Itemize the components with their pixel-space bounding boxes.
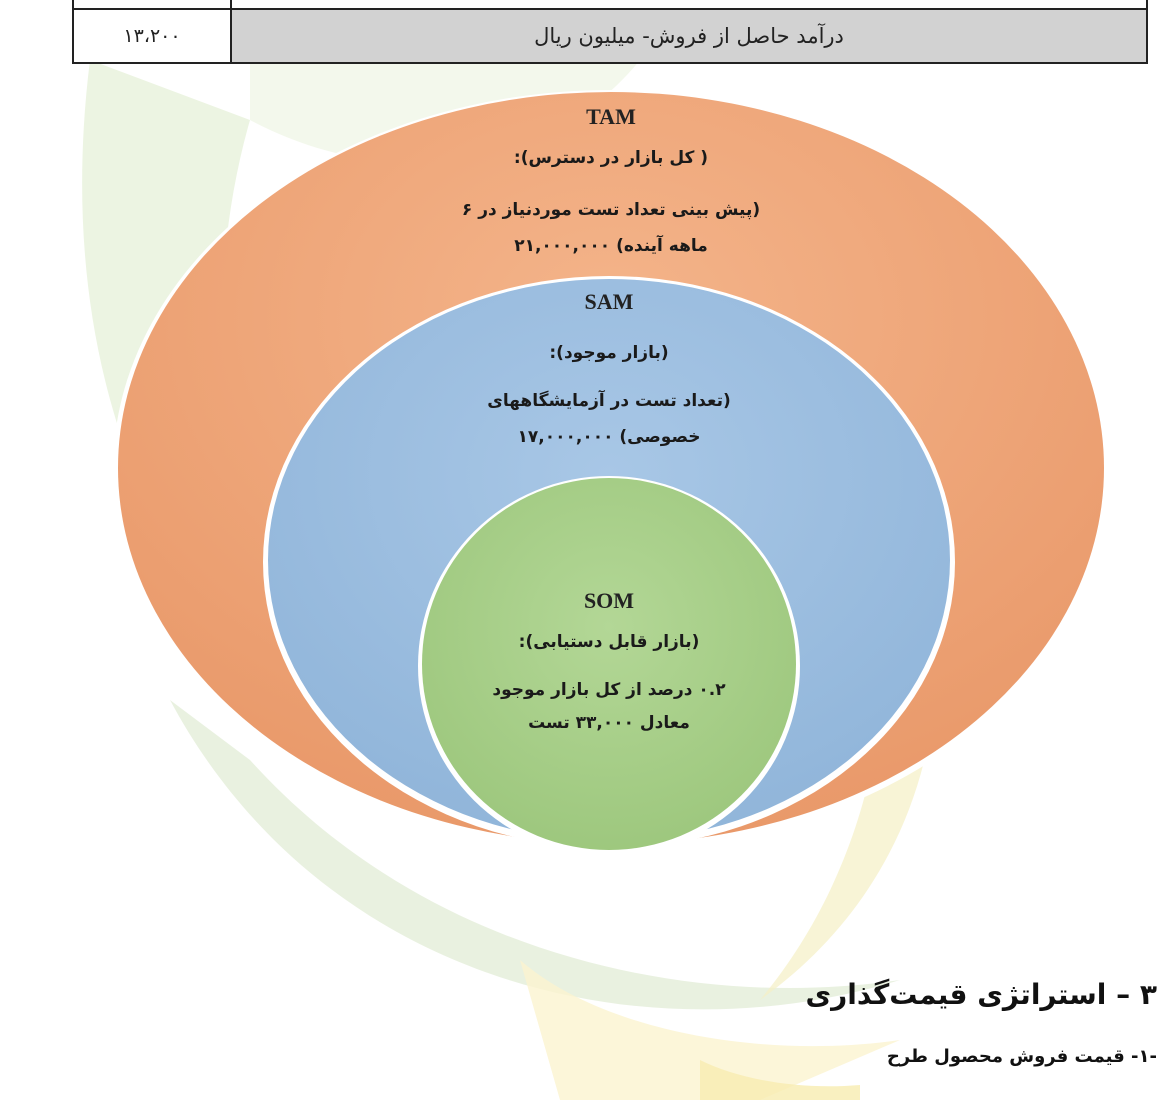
section-subheading: -۱- قیمت فروش محصول طرح (886, 1046, 1157, 1067)
tam-line2: ماهه آینده) ۲۱,۰۰۰,۰۰۰ (514, 236, 708, 256)
som-title: (بازار قابل دستیابی): (518, 632, 700, 652)
revenue-label-cell: درآمد حاصل از فروش- میلیون ریال (232, 10, 1146, 62)
som-line2: معادل ۳۳,۰۰۰ تست (528, 713, 690, 733)
sam-abbr: SAM (584, 289, 634, 314)
sam-line2: خصوصی) ۱۷,۰۰۰,۰۰۰ (517, 427, 701, 447)
revenue-value-cell: ۱۳،۲۰۰ (74, 10, 232, 62)
revenue-table-row: ۱۳،۲۰۰ درآمد حاصل از فروش- میلیون ریال (72, 0, 1148, 64)
som-circle (422, 478, 796, 850)
som-line1: ۰.۲ درصد از کل بازار موجود (492, 680, 726, 700)
sam-line1: (تعداد تست در آزمایشگاههای (487, 391, 731, 411)
table-row-divider (74, 8, 1146, 10)
section-heading: ۳ – استراتژی قیمت‌گذاری (805, 978, 1157, 1011)
som-abbr: SOM (583, 588, 635, 613)
tam-title: ( کل بازار در دسترس): (513, 148, 709, 168)
table-cell-divider (230, 0, 232, 10)
tam-abbr: TAM (586, 104, 636, 129)
sam-title: (بازار موجود): (549, 343, 669, 363)
tam-line1: (پیش بینی تعداد تست موردنیاز در ۶ (461, 200, 761, 220)
